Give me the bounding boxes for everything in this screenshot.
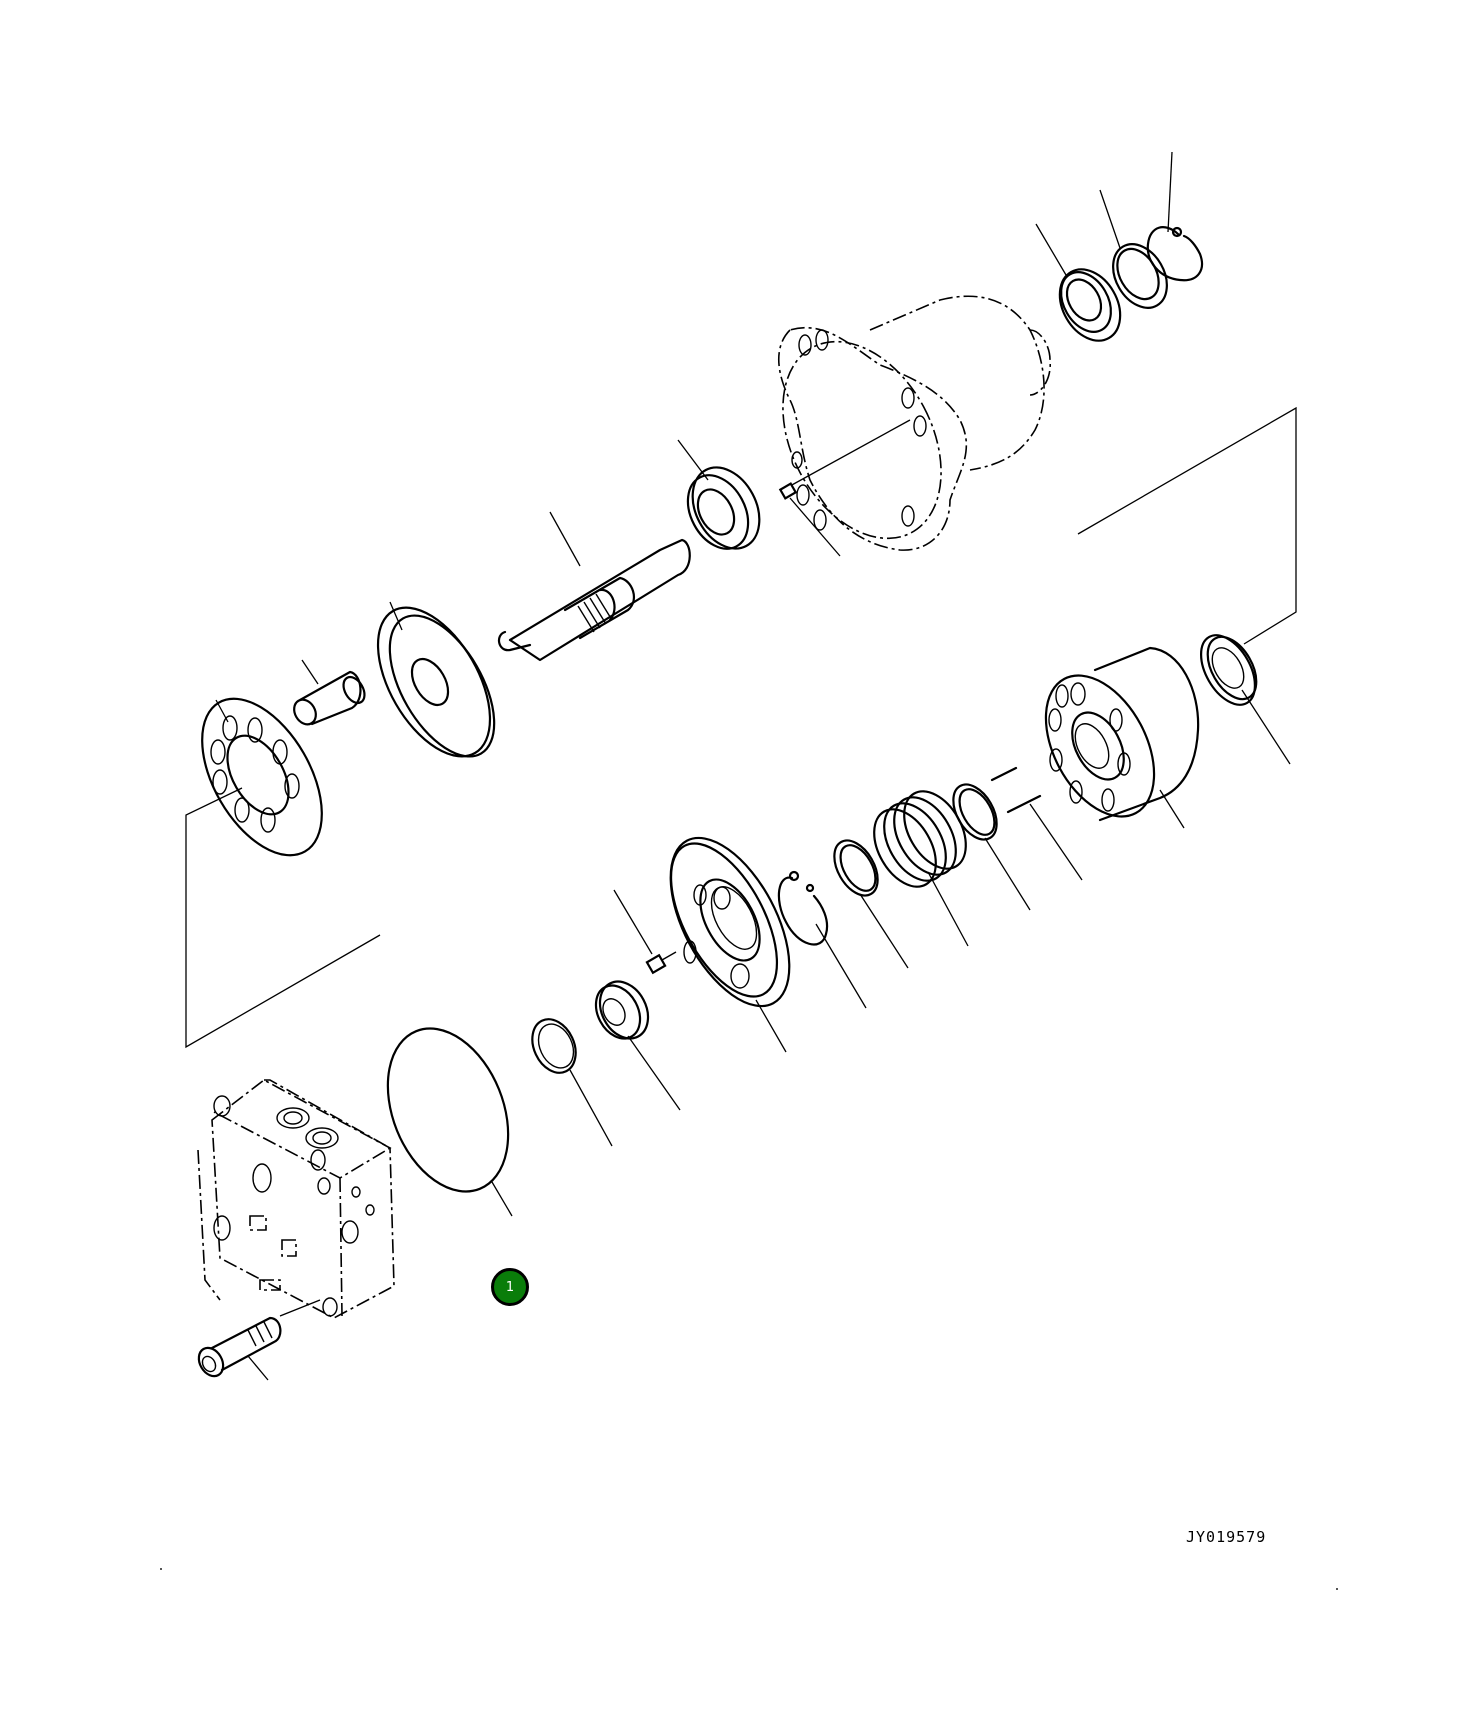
dowel-pin-housing[interactable] <box>778 482 841 557</box>
callout-number: 1 <box>505 1279 515 1295</box>
drawing-id-label: JY019579 <box>1186 1528 1267 1546</box>
end-cover-valve-body[interactable] <box>197 1079 395 1319</box>
valve-plate[interactable] <box>646 819 814 1053</box>
pins[interactable] <box>990 766 1083 881</box>
roller-bearing-right[interactable] <box>1077 406 1297 765</box>
spring[interactable] <box>861 781 978 947</box>
shoe-retainer-plate[interactable] <box>177 679 381 1049</box>
socket-head-bolt[interactable] <box>194 1299 321 1381</box>
piston-shoe[interactable] <box>290 659 369 728</box>
stray-dot <box>160 1568 162 1570</box>
snap-ring-mid[interactable] <box>777 870 867 1009</box>
ball-bearing-shaft[interactable] <box>676 439 773 560</box>
valve-plate-pin[interactable] <box>613 889 677 975</box>
snap-ring-top[interactable] <box>1146 151 1204 282</box>
o-ring-gasket[interactable] <box>365 1011 531 1217</box>
seat-ring[interactable] <box>825 833 909 969</box>
oil-seal-top[interactable] <box>1035 223 1132 351</box>
drive-shaft[interactable] <box>497 511 691 662</box>
spring-retainer-ring[interactable] <box>944 777 1031 911</box>
callout-badge-1[interactable]: 1 <box>491 1268 529 1306</box>
washer-top[interactable] <box>1099 189 1178 317</box>
stray-dot <box>1336 1588 1338 1590</box>
thrust-plate[interactable] <box>355 589 516 775</box>
motor-housing[interactable] <box>751 295 1051 565</box>
cylinder-block[interactable] <box>1024 646 1200 835</box>
seal-ring-lower[interactable] <box>524 1012 613 1147</box>
ball-bearing-lower[interactable] <box>587 973 681 1111</box>
